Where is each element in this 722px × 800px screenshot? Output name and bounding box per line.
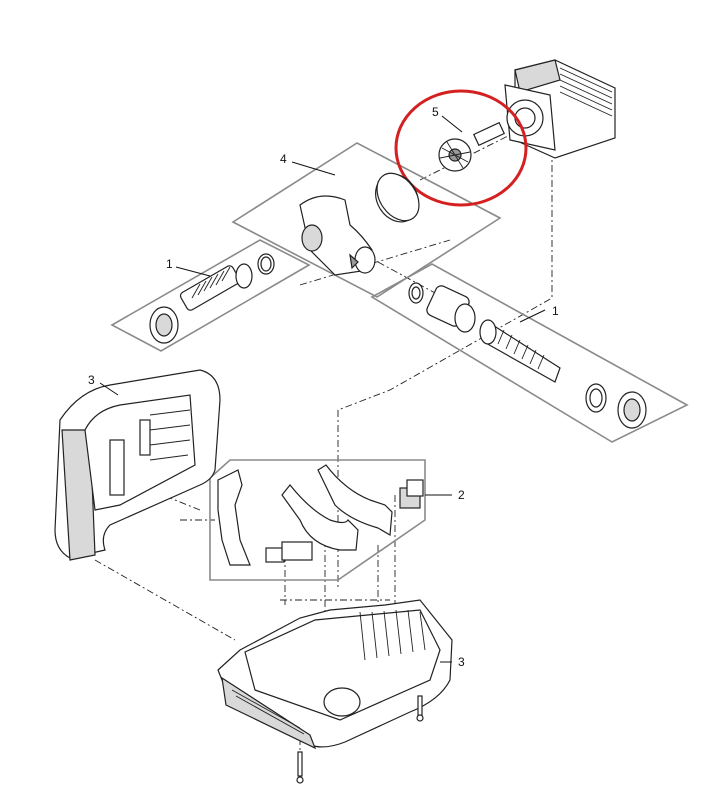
hose-connector-right-part-1	[408, 282, 647, 429]
callout-1-left: 1	[166, 257, 173, 271]
callout-3-left: 3	[88, 373, 95, 387]
support-pieces-part-2	[217, 464, 424, 566]
highlight-circle	[394, 89, 528, 207]
callout-1-right: 1	[552, 304, 559, 318]
rotor-part-5[interactable]	[438, 121, 506, 172]
hose-connector-left-part-1	[149, 253, 275, 344]
panel-part-2	[209, 459, 426, 581]
callout-3-bottom: 3	[458, 655, 465, 669]
callout-2: 2	[458, 488, 465, 502]
panel-part-1-left	[110, 239, 311, 352]
callout-5: 5	[432, 105, 439, 119]
housing-left-part-3	[54, 369, 221, 561]
housing-bottom-part-3	[217, 599, 453, 784]
callout-labels: 1 1 2 3 3 4 5	[88, 105, 559, 669]
leader-lines	[99, 115, 546, 663]
panel-part-1-right	[370, 263, 689, 443]
callout-4: 4	[280, 152, 287, 166]
o-ring	[376, 172, 420, 222]
motor-block	[504, 59, 616, 159]
